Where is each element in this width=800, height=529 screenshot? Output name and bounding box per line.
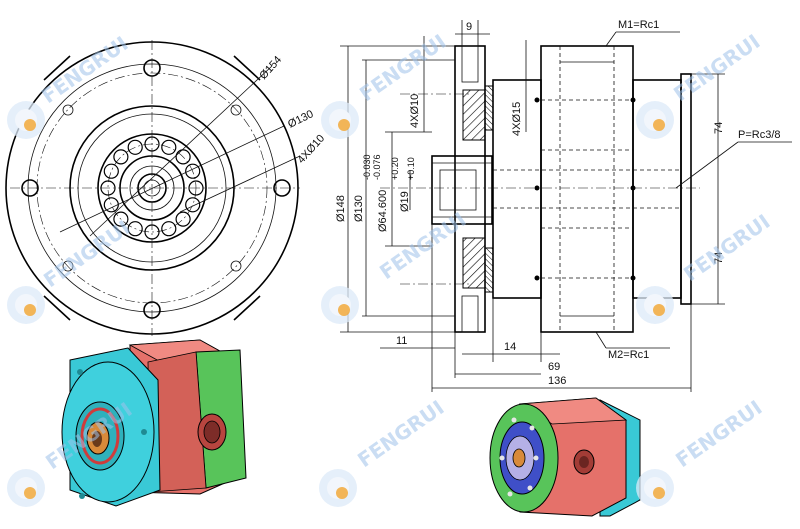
dim-bore-tol-lower: -0.076 <box>372 154 382 180</box>
dim-top-flange: 9 <box>466 21 472 33</box>
dim-len-136: 136 <box>548 375 566 387</box>
logo-dot-icon <box>338 304 350 316</box>
watermark-text: FENGRUI <box>671 395 766 472</box>
ring-hole <box>175 149 191 165</box>
dim-len-69: 69 <box>548 361 560 373</box>
render-right <box>489 397 641 517</box>
watermark-text: FENGRUI <box>39 215 134 292</box>
logo-dot-icon <box>338 119 350 131</box>
ring-hole <box>175 211 191 227</box>
dim-len-11: 11 <box>396 335 407 347</box>
dim-pilot-dia: Ø130 <box>353 195 365 222</box>
logo-dot-icon <box>24 487 36 499</box>
watermark-text: FENGRUI <box>355 29 450 106</box>
ring-hole <box>161 221 177 237</box>
logo-dot-icon <box>24 119 36 131</box>
ring-hole <box>185 163 201 179</box>
logo-dot-icon <box>653 487 665 499</box>
logo-dot-icon <box>653 304 665 316</box>
logo-dot-icon <box>24 304 36 316</box>
dim-inner-tol-upper: +0.20 <box>390 157 400 180</box>
port-p: P=Rc3/8 <box>738 129 781 141</box>
dim-outer-dia: Ø148 <box>335 195 347 222</box>
dim-outer-bolt-circle: Ø154 <box>257 54 284 82</box>
watermark-text: FENGRUI <box>37 31 132 108</box>
port-hole-ring <box>100 136 204 240</box>
ring-hole <box>113 211 129 227</box>
dim-bore-tol-upper: -0.030 <box>362 154 372 180</box>
ring-hole <box>161 139 177 155</box>
logo-dot-icon <box>336 487 348 499</box>
dim-inner-tol-lower: +0.10 <box>406 157 416 180</box>
dim-bore: Ø64.600 <box>377 190 389 232</box>
ring-hole <box>103 163 119 179</box>
watermark-text: FENGRUI <box>679 209 774 286</box>
side-view: Ø148 Ø130 Ø64.600 -0.030 -0.076 Ø19 +0.2… <box>335 19 792 392</box>
watermark-text: FENGRUI <box>353 395 448 472</box>
dim-len-14: 14 <box>504 341 516 353</box>
port-m1: M1=Rc1 <box>618 19 659 31</box>
ring-hole <box>185 197 201 213</box>
dim-holes-left: 4XØ10 <box>409 94 421 128</box>
watermark-text: FENGRUI <box>669 29 764 106</box>
dim-inner-bore: Ø19 <box>399 191 411 212</box>
render-left <box>61 339 247 507</box>
logo-dot-icon <box>653 119 665 131</box>
dim-holes: 4XØ10 <box>295 133 327 166</box>
ring-hole <box>113 149 129 165</box>
dim-holes-right: 4XØ15 <box>511 102 523 136</box>
ring-hole <box>127 139 143 155</box>
dim-bolt-circle: Ø130 <box>286 108 315 131</box>
ring-hole <box>127 221 143 237</box>
dim-height-lower: 74 <box>713 252 725 264</box>
port-m2: M2=Rc1 <box>608 349 649 361</box>
dim-height-upper: 74 <box>713 122 725 134</box>
